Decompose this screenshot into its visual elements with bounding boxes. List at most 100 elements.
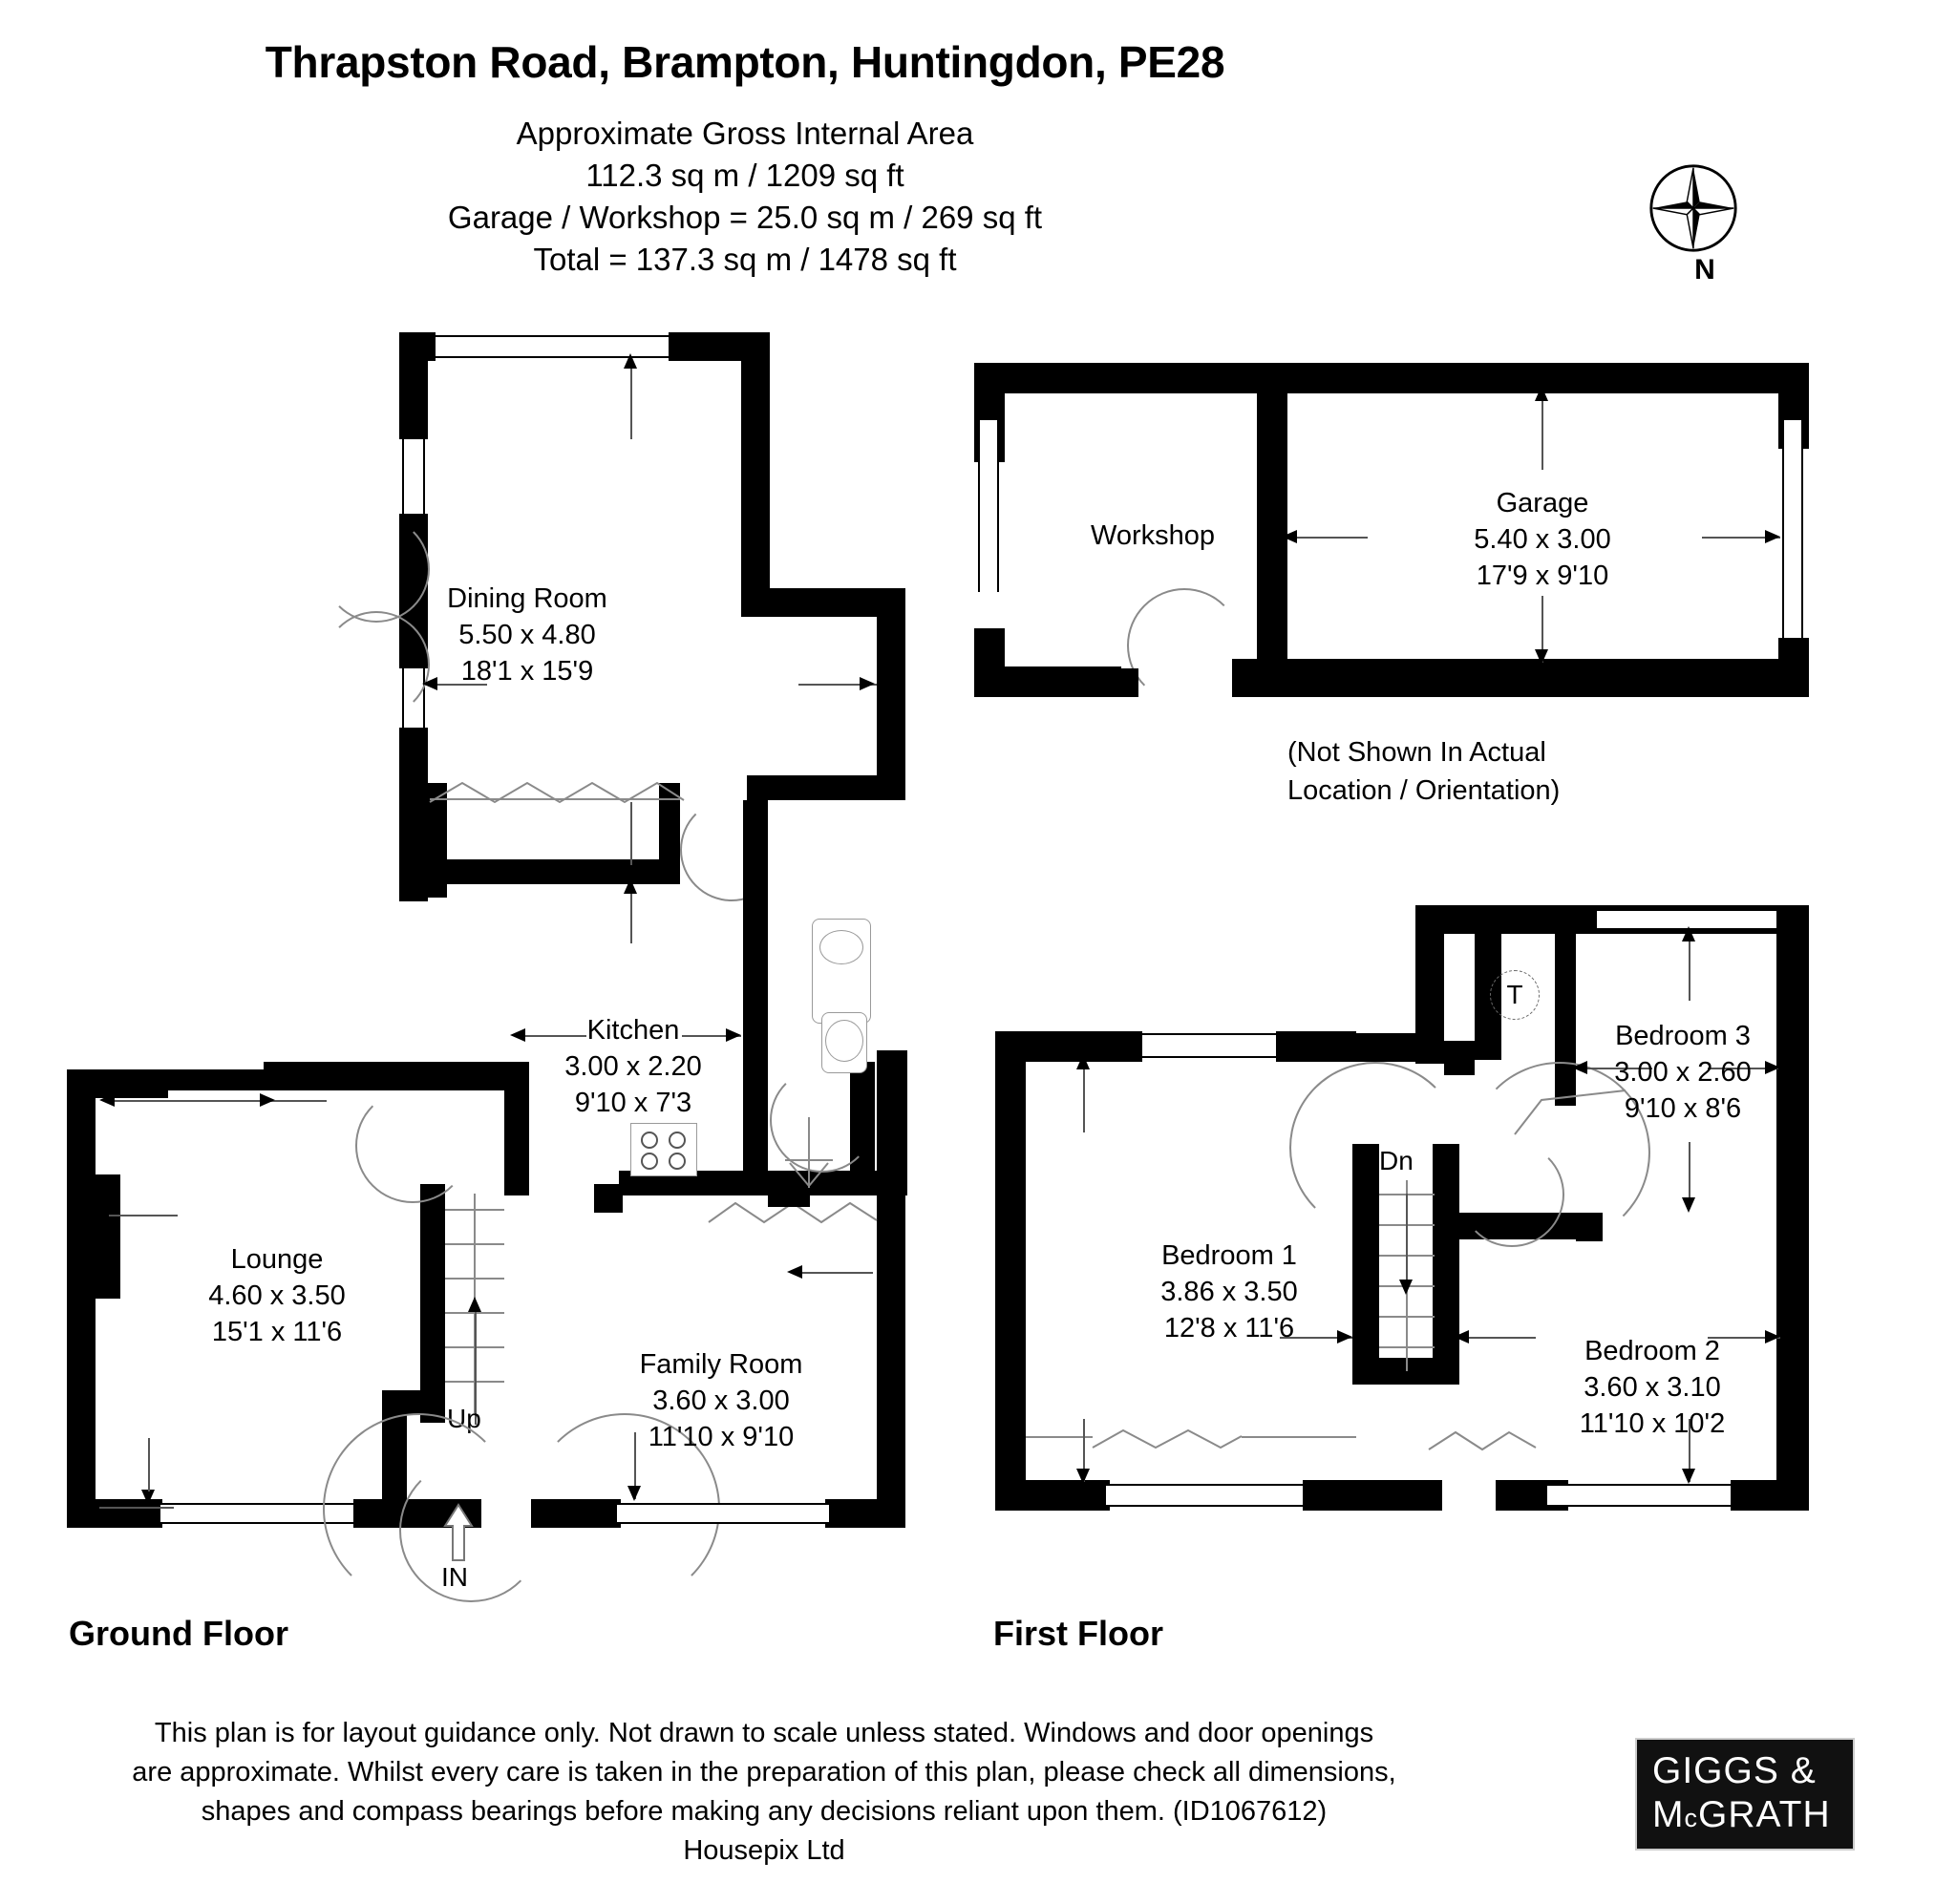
wall-segment [1350, 1480, 1442, 1511]
door-swing-arc [680, 798, 783, 901]
room-label-garage: Garage 5.40 x 3.00 17'9 x 9'10 [1474, 488, 1611, 591]
dimension-arrow [1076, 1054, 1090, 1069]
door-swing-arc [1469, 1062, 1650, 1243]
area-line-3: Garage / Workshop = 25.0 sq m / 269 sq f… [447, 200, 1043, 235]
basin-fixture-icon [819, 930, 863, 964]
wall-segment [351, 1062, 504, 1090]
wall-segment [877, 1050, 907, 1195]
window [1547, 1484, 1738, 1507]
dimension-arrow [787, 1265, 802, 1279]
dimension-arrow [141, 1490, 155, 1505]
wall-segment [1121, 668, 1138, 697]
wall-segment [504, 1062, 529, 1195]
room-label-family-room: Family Room 3.60 x 3.00 11'10 x 9'10 [639, 1349, 803, 1452]
radiator-icon [1428, 1430, 1537, 1451]
ground-floor-caption: Ground Floor [69, 1614, 288, 1653]
wall-segment [768, 1192, 810, 1207]
wall-segment [995, 1031, 1026, 1509]
wall-segment [399, 332, 428, 439]
window [402, 439, 425, 514]
dimension-arrow [1765, 530, 1780, 543]
disclaimer-line-1: This plan is for layout guidance only. N… [154, 1718, 1374, 1748]
stair-direction-arrow [468, 1297, 481, 1312]
wall-segment [1232, 659, 1809, 697]
partition-line-icon [1514, 1090, 1626, 1135]
wall-segment [1257, 563, 1287, 668]
cooker-hobs-icon [641, 1132, 686, 1170]
room-label-bedroom-2: Bedroom 2 3.60 x 3.10 11'10 x 10'2 [1579, 1336, 1726, 1439]
logo-line-2-small: c [1684, 1803, 1698, 1832]
dimension-arrow [726, 1028, 741, 1042]
dimension-arrow [94, 1208, 109, 1221]
first-floor-caption: First Floor [993, 1614, 1163, 1653]
logo-line-2: McGRATH [1652, 1793, 1853, 1840]
door-swing-arc [355, 1089, 470, 1203]
disclaimer: This plan is for layout guidance only. N… [0, 1714, 1528, 1871]
wall-segment [741, 332, 770, 611]
wall-segment [743, 800, 768, 1194]
room-label-bedroom-1: Bedroom 1 3.86 x 3.50 12'8 x 11'6 [1160, 1240, 1298, 1343]
agency-logo: GIGGS & McGRATH [1635, 1738, 1855, 1851]
window [1140, 1033, 1276, 1058]
window [617, 1503, 829, 1524]
area-line-1: Approximate Gross Internal Area [516, 116, 974, 151]
door-swing-arc [323, 1413, 514, 1604]
area-line-4: Total = 137.3 sq m / 1478 sq ft [533, 242, 957, 277]
dimension-arrow [510, 1028, 525, 1042]
door-swing-arc [770, 1068, 875, 1173]
wall-segment [264, 1062, 365, 1090]
compass: N [1648, 162, 1762, 296]
room-label-workshop: Workshop [1090, 520, 1216, 551]
dimension-arrow [627, 1486, 641, 1501]
wall-segment [1276, 1031, 1356, 1062]
room-label-kitchen: Kitchen 3.00 x 2.20 9'10 x 7'3 [564, 1015, 702, 1118]
wall-segment [594, 1184, 623, 1213]
dimension-arrow [1535, 649, 1548, 665]
door-swing-arc [1289, 1062, 1461, 1234]
disclaimer-line-4: Housepix Ltd [683, 1835, 845, 1866]
wall-segment [747, 775, 905, 800]
wall-segment [1303, 1480, 1356, 1511]
wall-segment [974, 363, 1809, 393]
wall-segment [1731, 1480, 1809, 1511]
wall-segment [877, 588, 905, 775]
entrance-label: IN [441, 1562, 468, 1592]
room-label-lounge: Lounge 4.60 x 3.50 15'1 x 11'6 [208, 1244, 346, 1347]
wall-segment [168, 1069, 264, 1090]
wall-segment [420, 859, 678, 884]
disclaimer-line-2: are approximate. Whilst every care is ta… [132, 1757, 1396, 1788]
wall-segment [592, 1499, 621, 1528]
water-tank-marker: T [1490, 970, 1540, 1020]
dimension-arrow [1076, 1469, 1090, 1484]
dimension-arrow [624, 353, 637, 369]
dimension-arrow [1682, 1469, 1695, 1484]
wall-segment [1415, 905, 1444, 1048]
wall-segment [67, 1299, 96, 1528]
wall-segment [974, 666, 1121, 697]
dimension-arrow [1337, 1330, 1352, 1343]
dimension-arrow [1572, 1061, 1587, 1074]
compass-rose-icon [1649, 164, 1737, 252]
dimension-arrow [99, 1093, 115, 1107]
garage-note-line-2: Location / Orientation) [1287, 775, 1561, 806]
wall-segment [659, 783, 680, 884]
dimension-arrow [860, 677, 875, 690]
wall-segment [420, 1184, 445, 1423]
dimension-arrow [1535, 386, 1548, 401]
page-title: Thrapston Road, Brampton, Huntingdon, PE… [265, 37, 1225, 87]
compass-north-label: N [1694, 254, 1715, 286]
window [1782, 420, 1803, 645]
kitchen-units-icon [429, 781, 685, 804]
wall-segment [1555, 905, 1576, 1106]
radiator-icon [1092, 1428, 1243, 1449]
wall-segment [67, 1174, 120, 1299]
logo-line-1: GIGGS & [1652, 1749, 1817, 1791]
room-label-dining-room: Dining Room 5.50 x 4.80 18'1 x 15'9 [447, 583, 607, 687]
cooker-fixture-icon [630, 1123, 697, 1176]
area-line-2: 112.3 sq m / 1209 sq ft [585, 158, 904, 193]
stair-direction-arrow [1399, 1280, 1413, 1295]
dimension-arrow [1682, 926, 1695, 941]
wall-segment [1778, 638, 1809, 697]
dimension-arrow [260, 1093, 275, 1107]
